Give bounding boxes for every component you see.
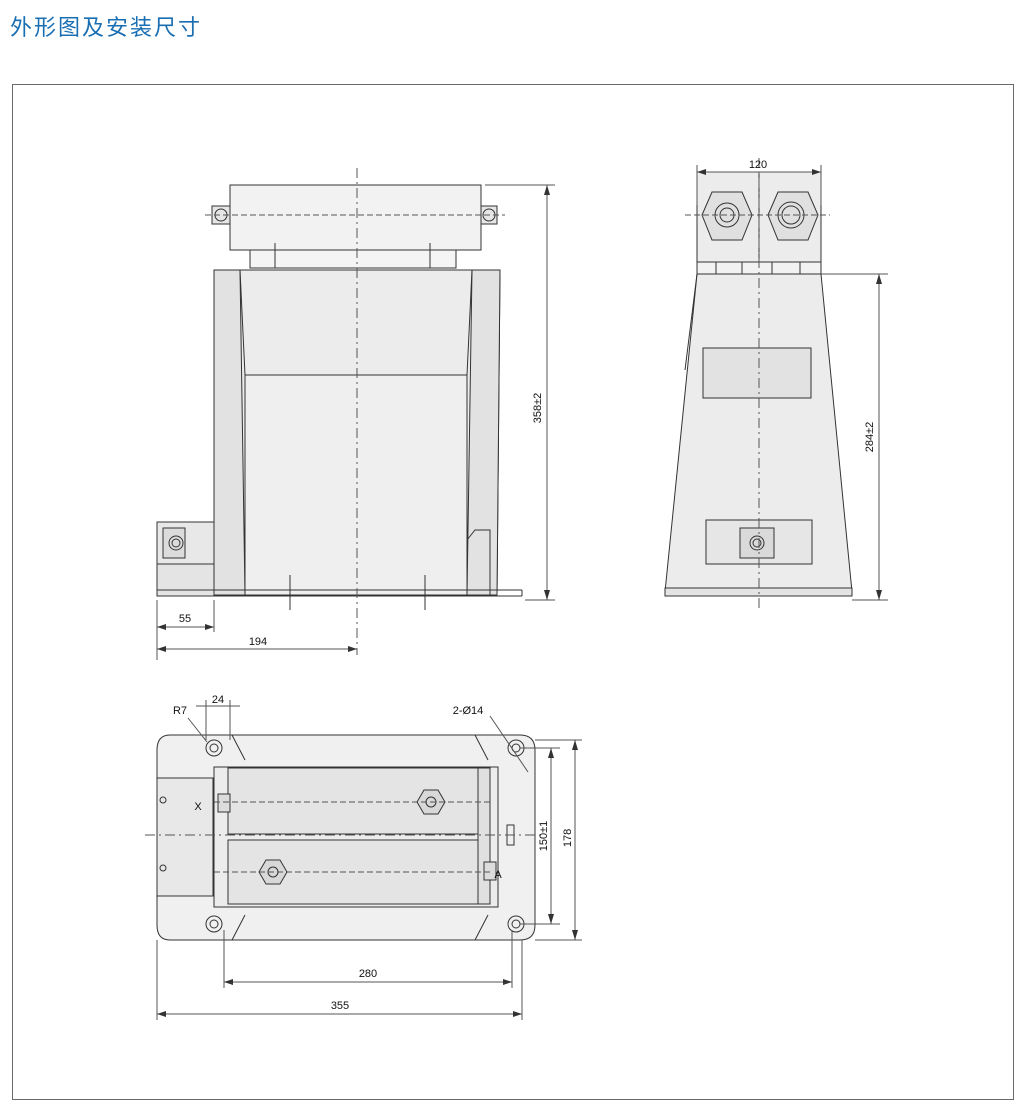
- side-view: [664, 158, 888, 612]
- top-view: [145, 700, 582, 1020]
- hole-spacing-dim: 150±1: [538, 821, 550, 852]
- terminal-x-label: X: [194, 801, 202, 813]
- hole-label: 2-Ø14: [453, 705, 484, 717]
- page-title: 外形图及安装尺寸: [10, 16, 203, 41]
- side-height-dim: 284±2: [864, 422, 876, 453]
- radius-label: R7: [173, 705, 187, 717]
- hole-distance-dim: 280: [359, 968, 377, 980]
- drawing-frame: [12, 84, 1014, 1100]
- slot-dim: 24: [212, 694, 224, 706]
- terminal-a-label: A: [494, 869, 502, 881]
- base-width-dim: 355: [331, 1000, 349, 1012]
- front-center-dim: 194: [249, 636, 267, 648]
- base-depth-dim: 178: [562, 829, 574, 847]
- front-view: [156, 168, 555, 660]
- side-width-dim: 120: [749, 159, 767, 171]
- front-offset-dim: 55: [179, 613, 191, 625]
- front-height-dim: 358±2: [532, 393, 544, 424]
